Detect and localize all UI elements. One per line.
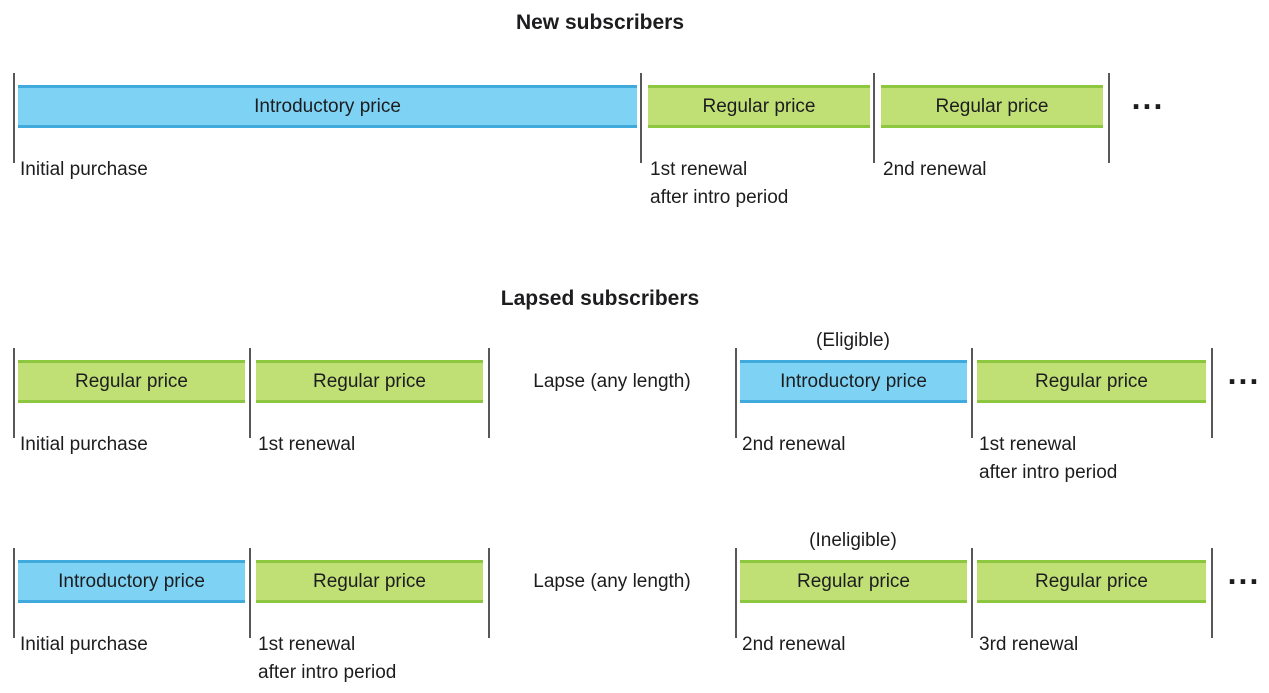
bar-label: Regular price [313,371,426,392]
timeline-tick [1211,348,1213,438]
timeline-tick [1211,548,1213,638]
regular-price-bar: Regular price [256,360,483,403]
regular-price-bar: Regular price [881,85,1103,128]
introductory-price-bar: Introductory price [18,560,245,603]
ellipsis-continuation: ... [1131,80,1165,116]
timeline-tick [640,73,642,163]
bar-label: Regular price [797,571,910,592]
lapsed-subscribers-title: Lapsed subscribers [500,287,700,310]
milestone-label: Initial purchase [20,434,148,455]
eligible-badge: (Eligible) [816,330,890,351]
timeline-tick [249,348,251,438]
ineligible-badge: (Ineligible) [809,530,897,551]
bar-label: Introductory price [780,371,927,392]
regular-price-bar: Regular price [977,560,1206,603]
timeline-tick [735,548,737,638]
milestone-label: 2nd renewal [742,434,846,455]
regular-price-bar: Regular price [648,85,870,128]
timeline-tick [488,548,490,638]
regular-price-bar: Regular price [18,360,245,403]
bar-label: Regular price [313,571,426,592]
introductory-price-bar: Introductory price [740,360,967,403]
timeline-tick [488,348,490,438]
regular-price-bar: Regular price [740,560,967,603]
milestone-label: 2nd renewal [883,159,987,180]
lapse-label: Lapse (any length) [533,570,691,592]
lapse-label: Lapse (any length) [533,370,691,392]
timeline-tick [13,548,15,638]
milestone-label: Initial purchase [20,159,148,180]
milestone-label: 1st renewal [258,434,356,455]
regular-price-bar: Regular price [977,360,1206,403]
new-subscribers-title: New subscribers [515,11,685,34]
bar-label: Introductory price [254,96,401,117]
bar-label: Regular price [1035,371,1148,392]
milestone-label: Initial purchase [20,634,148,655]
bar-label: Regular price [75,371,188,392]
milestone-label: 1st renewal after intro period [258,634,397,683]
timeline-tick [971,348,973,438]
milestone-label: 1st renewal after intro period [979,434,1118,483]
timeline-tick [873,73,875,163]
timeline-tick [735,348,737,438]
milestone-label: 3rd renewal [979,634,1079,655]
bar-label: Regular price [1035,571,1148,592]
introductory-price-bar: Introductory price [18,85,637,128]
milestone-label: 1st renewal after intro period [650,159,789,208]
timeline-tick [249,548,251,638]
ellipsis-continuation: ... [1227,555,1261,591]
bar-label: Regular price [702,96,816,117]
bar-label: Introductory price [58,571,205,592]
timeline-tick [13,73,15,163]
bar-label: Regular price [935,96,1049,117]
timeline-tick [1108,73,1110,163]
timeline-tick [13,348,15,438]
ellipsis-continuation: ... [1227,355,1261,391]
milestone-label: 2nd renewal [742,634,846,655]
timeline-tick [971,548,973,638]
regular-price-bar: Regular price [256,560,483,603]
